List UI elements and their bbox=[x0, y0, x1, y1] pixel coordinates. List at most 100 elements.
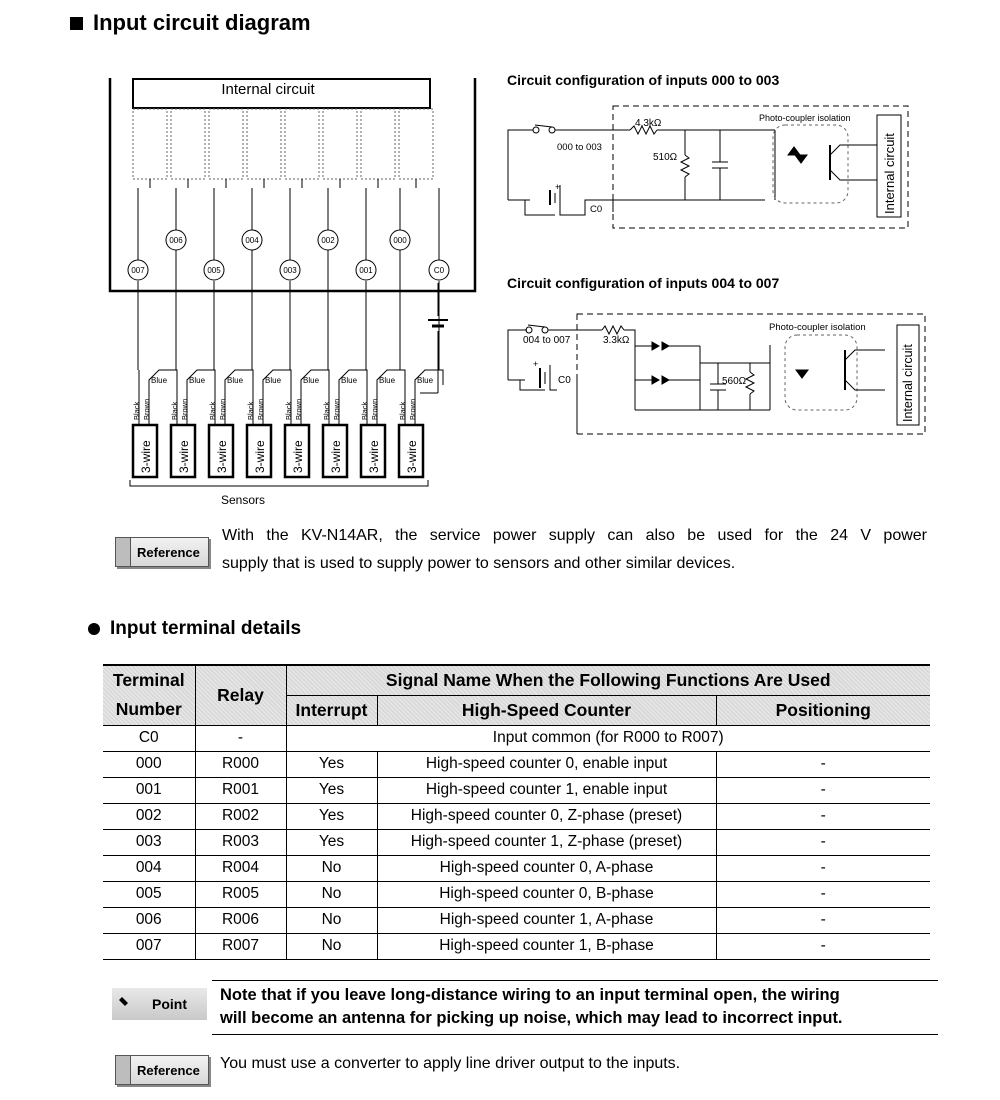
cell-interrupt: Yes bbox=[285, 803, 377, 830]
bullet-icon bbox=[88, 623, 100, 635]
resistor-b1-label: 3.3kΩ bbox=[603, 335, 630, 346]
wire-blue-label: Blue bbox=[303, 376, 320, 385]
terminal-label: 001 bbox=[359, 266, 373, 275]
details-title: Input terminal details bbox=[88, 618, 301, 640]
cell-terminal: 004 bbox=[103, 855, 195, 882]
cell-positioning: - bbox=[715, 829, 930, 856]
cell-hsc: High-speed counter 1, Z-phase (preset) bbox=[376, 829, 716, 856]
input-channel-block bbox=[398, 108, 434, 180]
cell-positioning: - bbox=[715, 933, 930, 960]
cell-terminal: 002 bbox=[103, 803, 195, 830]
cell-relay: R002 bbox=[194, 803, 286, 830]
common-b-label: C0 bbox=[558, 375, 571, 386]
cell-interrupt: Yes bbox=[285, 777, 377, 804]
terminal-label: 003 bbox=[283, 266, 297, 275]
sensor-label: 3-wire bbox=[291, 440, 305, 473]
input-channel-block bbox=[246, 108, 282, 180]
point-line-2: will become an antenna for picking up no… bbox=[220, 1009, 843, 1027]
point-badge: Point bbox=[112, 988, 207, 1020]
input-b-label: 004 to 007 bbox=[523, 335, 571, 346]
input-channel-block bbox=[132, 108, 168, 180]
header-terminal-number: Terminal Number bbox=[103, 664, 196, 726]
terminal-circle bbox=[203, 259, 225, 281]
cell-relay: R003 bbox=[194, 829, 286, 856]
sensor-box bbox=[169, 423, 197, 479]
cell-relay: R006 bbox=[194, 907, 286, 934]
internal-circuit-label: Internal circuit bbox=[221, 81, 315, 98]
cell-hsc: High-speed counter 1, A-phase bbox=[376, 907, 716, 934]
wire-brown-label: Brown bbox=[256, 399, 265, 420]
sensor-box bbox=[283, 423, 311, 479]
cell-hsc: High-speed counter 1, B-phase bbox=[376, 933, 716, 960]
terminal-circle bbox=[428, 259, 450, 281]
header-interrupt: Interrupt bbox=[285, 694, 378, 726]
header-terminal-line2: Number bbox=[115, 699, 182, 720]
point-badge-label: Point bbox=[152, 996, 187, 1012]
terminal-circle bbox=[355, 259, 377, 281]
header-high-speed-counter: High-Speed Counter bbox=[376, 694, 717, 726]
wire-brown-label: Brown bbox=[218, 399, 227, 420]
terminal-label: 006 bbox=[169, 236, 183, 245]
section-title-text: Input circuit diagram bbox=[93, 10, 311, 35]
cell-hsc: High-speed counter 1, enable input bbox=[376, 777, 716, 804]
internal-circuit-b-label: Internal circuit bbox=[901, 344, 915, 422]
config-b-title: Circuit configuration of inputs 004 to 0… bbox=[507, 275, 780, 291]
cell-interrupt: No bbox=[285, 933, 377, 960]
reference-line-2: supply that is used to supply power to s… bbox=[222, 555, 736, 572]
terminal-label: 002 bbox=[321, 236, 335, 245]
cell-relay: R004 bbox=[194, 855, 286, 882]
sensors-caption: Sensors bbox=[221, 493, 265, 507]
wire-black-label: Black bbox=[284, 401, 293, 420]
table-row: C0 - Input common (for R000 to R007) bbox=[103, 725, 930, 752]
sensor-label: 3-wire bbox=[367, 440, 381, 473]
internal-circuit-a-label: Internal circuit bbox=[882, 133, 897, 214]
input-channel-block bbox=[284, 108, 320, 180]
point-note: Note that if you leave long-distance wir… bbox=[212, 980, 938, 1035]
cell-hsc: High-speed counter 0, Z-phase (preset) bbox=[376, 803, 716, 830]
wire-brown-label: Brown bbox=[332, 399, 341, 420]
cell-relay: R007 bbox=[194, 933, 286, 960]
isolation-a-label: Photo-coupler isolation bbox=[759, 113, 851, 123]
cell-positioning: - bbox=[715, 907, 930, 934]
circuit-config-b: Internal circuit 3.3kΩ 560Ω 004 to 007 C… bbox=[507, 313, 926, 435]
wire-black-label: Black bbox=[398, 401, 407, 420]
reference-bar-icon bbox=[116, 538, 131, 566]
resistor-a1-label: 4.3kΩ bbox=[635, 118, 662, 129]
cell-terminal: 005 bbox=[103, 881, 195, 908]
square-bullet-icon bbox=[70, 16, 83, 30]
wire-brown-label: Brown bbox=[142, 399, 151, 420]
input-channel-block bbox=[322, 108, 358, 180]
cell-hsc: High-speed counter 0, enable input bbox=[376, 751, 716, 778]
cell-relay: R005 bbox=[194, 881, 286, 908]
header-signal-name: Signal Name When the Following Functions… bbox=[285, 664, 930, 696]
cell-terminal: 000 bbox=[103, 751, 195, 778]
terminal-label: C0 bbox=[434, 266, 445, 275]
terminal-table: Terminal Number Relay Signal Name When t… bbox=[103, 664, 930, 960]
resistor-b2-label: 560Ω bbox=[722, 376, 747, 387]
config-a-title: Circuit configuration of inputs 000 to 0… bbox=[507, 72, 780, 88]
sensor-box bbox=[245, 423, 273, 479]
cell-common-signal: Input common (for R000 to R007) bbox=[285, 725, 930, 752]
terminal-label: 005 bbox=[207, 266, 221, 275]
reference-badge-label-2: Reference bbox=[137, 1062, 200, 1078]
cell-interrupt: Yes bbox=[285, 829, 377, 856]
plus-b-label: + bbox=[533, 359, 538, 369]
cell-relay: R000 bbox=[194, 751, 286, 778]
sensor-box bbox=[359, 423, 387, 479]
sensor-box bbox=[207, 423, 235, 479]
wire-blue-label: Blue bbox=[189, 376, 206, 385]
cell-positioning: - bbox=[715, 777, 930, 804]
input-channel-block bbox=[360, 108, 396, 180]
cell-hsc: High-speed counter 0, B-phase bbox=[376, 881, 716, 908]
reference-line-1: With the KV-N14AR, the service power sup… bbox=[222, 527, 927, 544]
plus-a-label: + bbox=[555, 182, 560, 192]
wire-brown-label: Brown bbox=[370, 399, 379, 420]
cell-terminal: 006 bbox=[103, 907, 195, 934]
cell-relay: - bbox=[194, 725, 286, 752]
terminal-circle bbox=[127, 259, 149, 281]
wire-blue-label: Blue bbox=[227, 376, 244, 385]
wire-black-label: Black bbox=[170, 401, 179, 420]
